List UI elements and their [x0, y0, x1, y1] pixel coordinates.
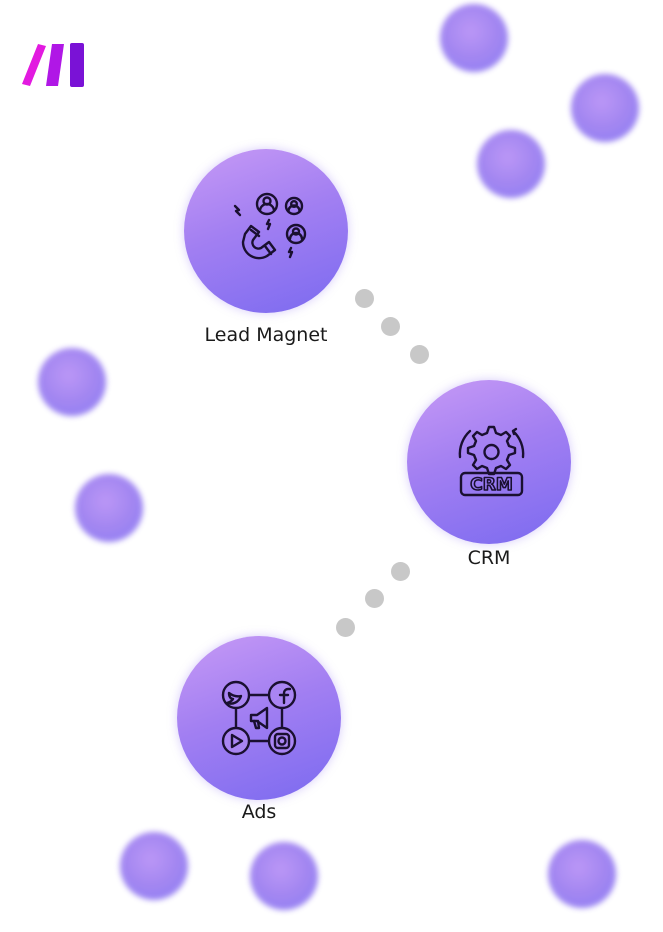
crm-gear-icon: CRM [458, 425, 525, 497]
connector-dot [355, 289, 374, 308]
connector-dot [381, 317, 400, 336]
decorative-bubble [250, 842, 318, 910]
svg-text:CRM: CRM [470, 475, 512, 495]
decorative-bubble [120, 832, 188, 900]
decorative-bubble [38, 348, 106, 416]
ads-label: Ads [241, 801, 277, 823]
crm-node[interactable]: CRM [407, 380, 571, 544]
decorative-bubble [571, 74, 639, 142]
connector-dot [391, 562, 410, 581]
magnet-people-icon [233, 192, 307, 260]
crm-label: CRM [467, 547, 511, 569]
decorative-bubble [548, 840, 616, 908]
connector-dot [336, 618, 355, 637]
lead-magnet-label: Lead Magnet [204, 324, 328, 346]
ads-node[interactable] [177, 636, 341, 800]
connector-dot [410, 345, 429, 364]
decorative-bubble [75, 474, 143, 542]
decorative-bubble [440, 4, 508, 72]
decorative-bubble [477, 130, 545, 198]
social-media-ads-icon [221, 680, 297, 756]
make-logo-icon [22, 43, 84, 87]
lead-magnet-node[interactable] [184, 149, 348, 313]
connector-dot [365, 589, 384, 608]
